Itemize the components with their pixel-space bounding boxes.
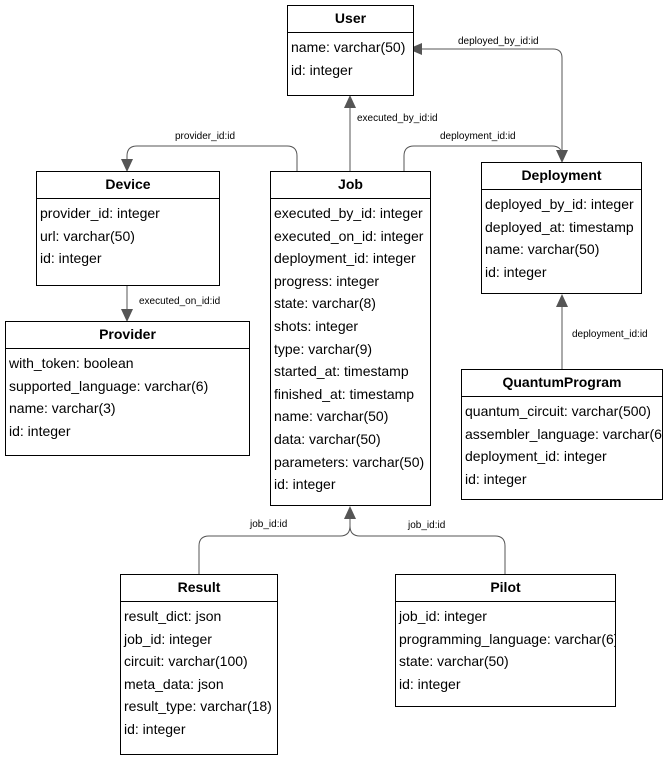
attribute-list: with_token: boolean supported_language: v…: [6, 349, 249, 442]
arrowhead-user-right: [408, 43, 422, 55]
attribute-row: id: integer: [124, 720, 186, 737]
attribute-row: id: integer: [9, 422, 71, 439]
entity-title: Provider: [6, 322, 249, 349]
attribute-row: result_type: varchar(18): [124, 698, 272, 715]
attribute-row: provider_id: integer: [40, 205, 160, 221]
label-provider-id: provider_id:id: [173, 131, 238, 143]
attribute-row: state: varchar(8): [274, 295, 376, 312]
entity-device[interactable]: Device provider_id: integer url: varchar(…: [36, 171, 220, 286]
attribute-row: deployed_at: timestamp: [485, 218, 634, 235]
entity-title: Device: [37, 172, 219, 199]
attribute-row: data: varchar(50): [274, 430, 381, 447]
attribute-row: name: varchar(50): [274, 408, 389, 425]
attribute-row: id: integer: [485, 263, 547, 280]
attribute-row: url: varchar(50): [40, 227, 135, 244]
edge-job-device: [126, 145, 298, 172]
attribute-row: name: varchar(3): [9, 400, 116, 417]
attribute-row: progress: integer: [274, 272, 380, 289]
attribute-row: executed_by_id: integer: [274, 205, 423, 221]
attribute-row: programming_language: varchar(6): [399, 630, 616, 647]
attribute-row: job_id: integer: [399, 608, 487, 624]
attribute-row: finished_at: timestamp: [274, 385, 415, 402]
entity-title: Result: [121, 575, 277, 602]
attribute-row: parameters: varchar(50): [274, 453, 425, 470]
attribute-row: id: integer: [291, 61, 353, 78]
label-deployed-by-id: deployed_by_id:id: [456, 36, 541, 48]
attribute-row: supported_language: varchar(6): [9, 377, 209, 394]
entity-quantum-program[interactable]: QuantumProgram quantum_circuit: varchar(…: [461, 369, 663, 500]
arrowhead-provider-top: [121, 309, 133, 322]
attribute-row: id: integer: [40, 250, 102, 267]
entity-provider[interactable]: Provider with_token: boolean supported_la…: [5, 321, 250, 456]
entity-job[interactable]: Job executed_by_id: integer executed_on_i…: [270, 171, 431, 506]
attribute-row: started_at: timestamp: [274, 363, 409, 380]
attribute-row: job_id: integer: [124, 630, 212, 647]
entity-title: Deployment: [482, 163, 641, 190]
attribute-list: provider_id: integer url: varchar(50) id: …: [37, 199, 219, 270]
attribute-row: shots: integer: [274, 317, 359, 334]
label-job-id-pilot: job_id:id: [406, 520, 448, 532]
label-job-id-result: job_id:id: [248, 519, 290, 531]
attribute-list: name: varchar(50) id: integer: [288, 33, 413, 81]
entity-title: Job: [271, 172, 430, 199]
entity-result[interactable]: Result result_dict: json job_id: integer c…: [120, 574, 278, 755]
attribute-list: executed_by_id: integer executed_on_id: i…: [271, 199, 430, 496]
entity-title: Pilot: [396, 575, 615, 602]
attribute-row: deployment_id: integer: [274, 250, 416, 267]
edge-pilot-job: [349, 525, 506, 575]
attribute-row: type: varchar(9): [274, 340, 373, 357]
attribute-row: deployment_id: integer: [465, 448, 607, 465]
label-executed-by-id: executed_by_id:id: [355, 113, 440, 125]
attribute-row: state: varchar(50): [399, 653, 509, 670]
attribute-row: with_token: boolean: [9, 355, 134, 371]
arrowhead-deployment-top: [556, 150, 568, 163]
entity-user[interactable]: User name: varchar(50) id: integer: [287, 5, 414, 96]
edge-result-job: [198, 518, 351, 575]
entity-title: User: [288, 6, 413, 33]
arrowhead-user-bottom: [344, 95, 356, 108]
attribute-row: id: integer: [274, 476, 336, 493]
attribute-row: circuit: varchar(100): [124, 653, 248, 670]
label-deployment-id-job: deployment_id:id: [438, 131, 518, 143]
attribute-row: meta_data: json: [124, 675, 224, 692]
attribute-list: job_id: integer programming_language: var…: [396, 602, 615, 695]
attribute-row: executed_on_id: integer: [274, 227, 424, 244]
attribute-row: assembler_language: varchar(6): [465, 425, 663, 442]
attribute-row: id: integer: [399, 675, 461, 692]
attribute-row: name: varchar(50): [485, 241, 600, 258]
arrowhead-device-top: [121, 159, 133, 172]
attribute-row: deployed_by_id: integer: [485, 196, 634, 212]
entity-title: QuantumProgram: [462, 370, 662, 397]
entity-pilot[interactable]: Pilot job_id: integer programming_languag…: [395, 574, 616, 707]
attribute-row: id: integer: [465, 470, 527, 487]
arrowhead-job-bottom: [344, 506, 356, 519]
attribute-list: result_dict: json job_id: integer circuit:…: [121, 602, 277, 741]
attribute-row: result_dict: json: [124, 608, 222, 624]
label-deployment-id-qp: deployment_id:id: [570, 329, 650, 341]
attribute-row: name: varchar(50): [291, 39, 406, 55]
attribute-row: quantum_circuit: varchar(500): [465, 403, 651, 419]
arrowhead-deployment-bottom: [556, 294, 568, 307]
label-executed-on-id: executed_on_id:id: [137, 296, 223, 308]
attribute-list: deployed_by_id: integer deployed_at: time…: [482, 190, 641, 283]
edge-deployed-by: [422, 48, 563, 152]
attribute-list: quantum_circuit: varchar(500) assembler_l…: [462, 397, 662, 490]
